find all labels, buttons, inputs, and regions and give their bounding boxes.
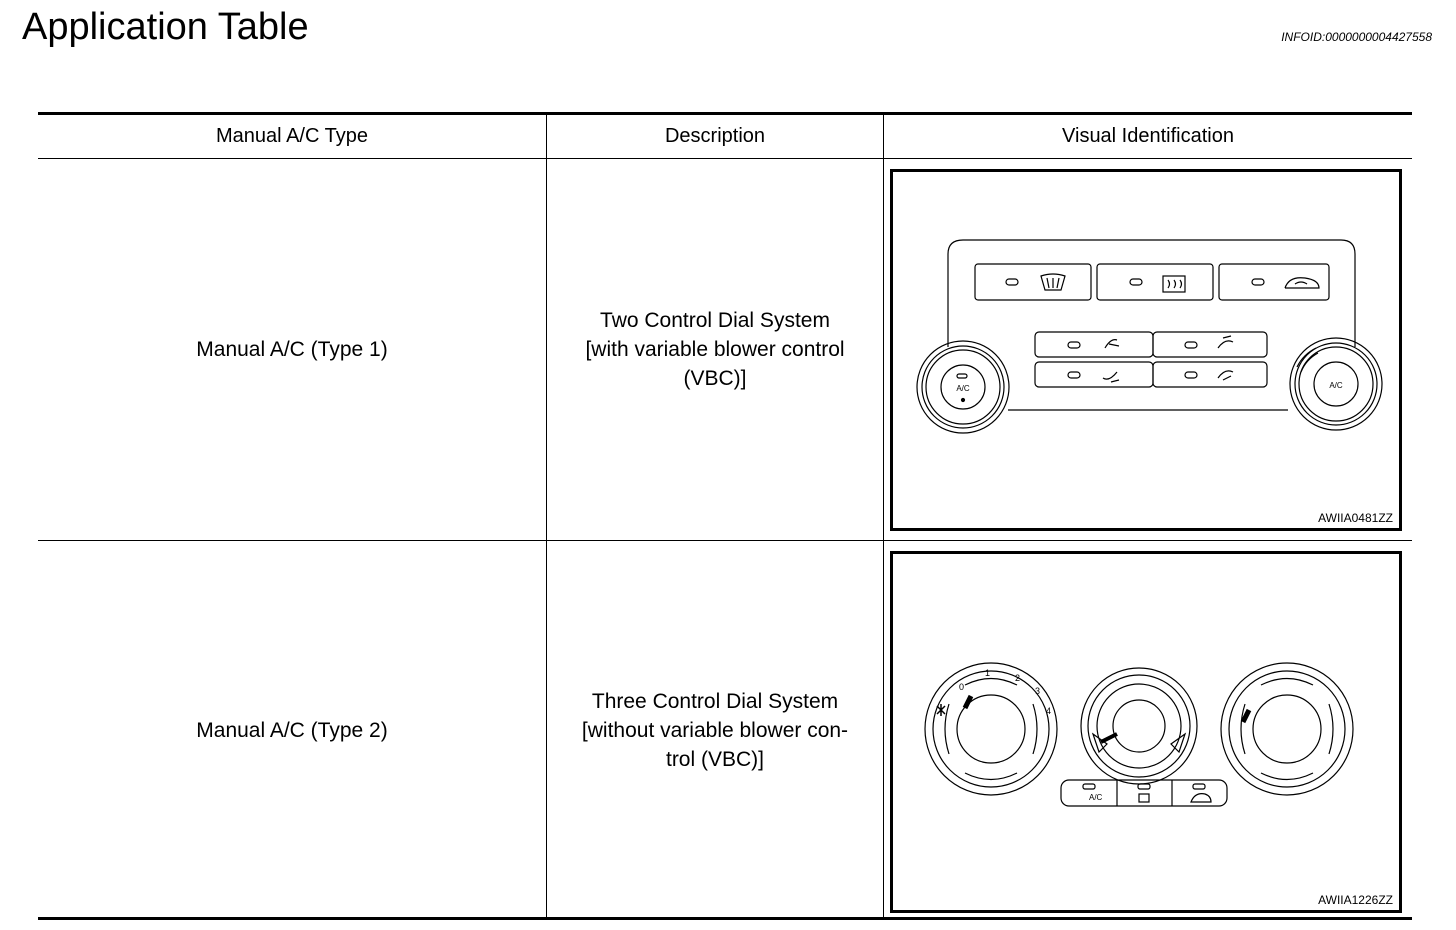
page-title: Application Table	[22, 6, 309, 48]
recirculation-indicator	[1192, 783, 1206, 790]
recirculation-icon	[1284, 277, 1320, 289]
panel-outline	[947, 239, 1356, 347]
figure-type2-control-panel: 0 1 2 3 4 A/C AWIIA1226ZZ	[890, 551, 1402, 913]
ac-label-right: A/C	[1329, 381, 1343, 390]
rear-defrost-icon	[1162, 275, 1186, 293]
table-row: Manual A/C (Type 2) Three Control Dial S…	[38, 541, 1412, 920]
temperature-dial	[1080, 667, 1198, 785]
visual-identification-cell: 0 1 2 3 4 A/C AWIIA1226ZZ	[884, 541, 1412, 920]
visual-identification-cell: A/C A/C AWIIA0481ZZ	[884, 159, 1412, 540]
mode-button-vent	[1034, 331, 1154, 358]
fan-speed-label: 3	[1035, 686, 1040, 696]
figure-code: AWIIA0481ZZ	[1318, 511, 1393, 525]
table-row: Manual A/C (Type 1) Two Control Dial Sys…	[38, 159, 1412, 541]
rear-defrost-button	[1096, 263, 1214, 301]
fan-speed-label: 0	[959, 682, 964, 692]
description-cell: Three Control Dial System [without varia…	[547, 541, 884, 920]
fan-speed-dial	[924, 662, 1058, 796]
description-line: [with variable blower control	[585, 338, 845, 361]
recirculation-button	[1218, 263, 1330, 301]
figure-code: AWIIA1226ZZ	[1318, 893, 1393, 907]
description-line: (VBC)]	[683, 367, 747, 390]
header-description: Description	[547, 115, 884, 158]
description-cell: Two Control Dial System [with variable b…	[547, 159, 884, 540]
fan-speed-label: 1	[985, 668, 990, 678]
header-manual-ac-type: Manual A/C Type	[38, 115, 547, 158]
fan-speed-label: 4	[1046, 706, 1051, 716]
figure-type1-control-panel: A/C A/C AWIIA0481ZZ	[890, 169, 1402, 531]
type-cell: Manual A/C (Type 2)	[38, 541, 547, 920]
description-line: Three Control Dial System	[591, 690, 839, 713]
description-line: Two Control Dial System	[600, 309, 830, 332]
ac-label-left: A/C	[956, 384, 970, 393]
type2-panel-illustration: 0 1 2 3 4 A/C	[924, 662, 1354, 807]
mode-button-bi-level	[1152, 361, 1268, 388]
type-cell: Manual A/C (Type 1)	[38, 159, 547, 540]
mode-button-floor	[1034, 361, 1154, 388]
ac-button-label: A/C	[1089, 793, 1103, 802]
info-id: INFOID:0000000004427558	[1281, 30, 1432, 44]
ac-button-indicator	[1082, 783, 1096, 790]
fan-speed-label: 2	[1015, 673, 1020, 683]
front-defrost-icon	[1040, 273, 1066, 291]
header-visual-identification: Visual Identification	[1062, 125, 1234, 147]
description-line: trol (VBC)]	[665, 748, 764, 771]
mode-button-defrost-floor	[1152, 331, 1268, 358]
bottom-button-bar	[1060, 779, 1228, 807]
type1-panel-illustration: A/C A/C	[916, 239, 1383, 434]
table-header-row: Manual A/C Type Description Visual Ident…	[38, 115, 1412, 159]
application-table: Manual A/C Type Description Visual Ident…	[38, 112, 1412, 920]
rear-defrost-indicator	[1137, 783, 1151, 790]
fan-icon	[936, 704, 946, 716]
description-line: [without variable blower con-	[581, 719, 849, 742]
mode-dial	[1220, 662, 1354, 796]
left-dial	[916, 340, 1010, 434]
right-dial	[1289, 337, 1383, 431]
front-defrost-button	[974, 263, 1092, 301]
